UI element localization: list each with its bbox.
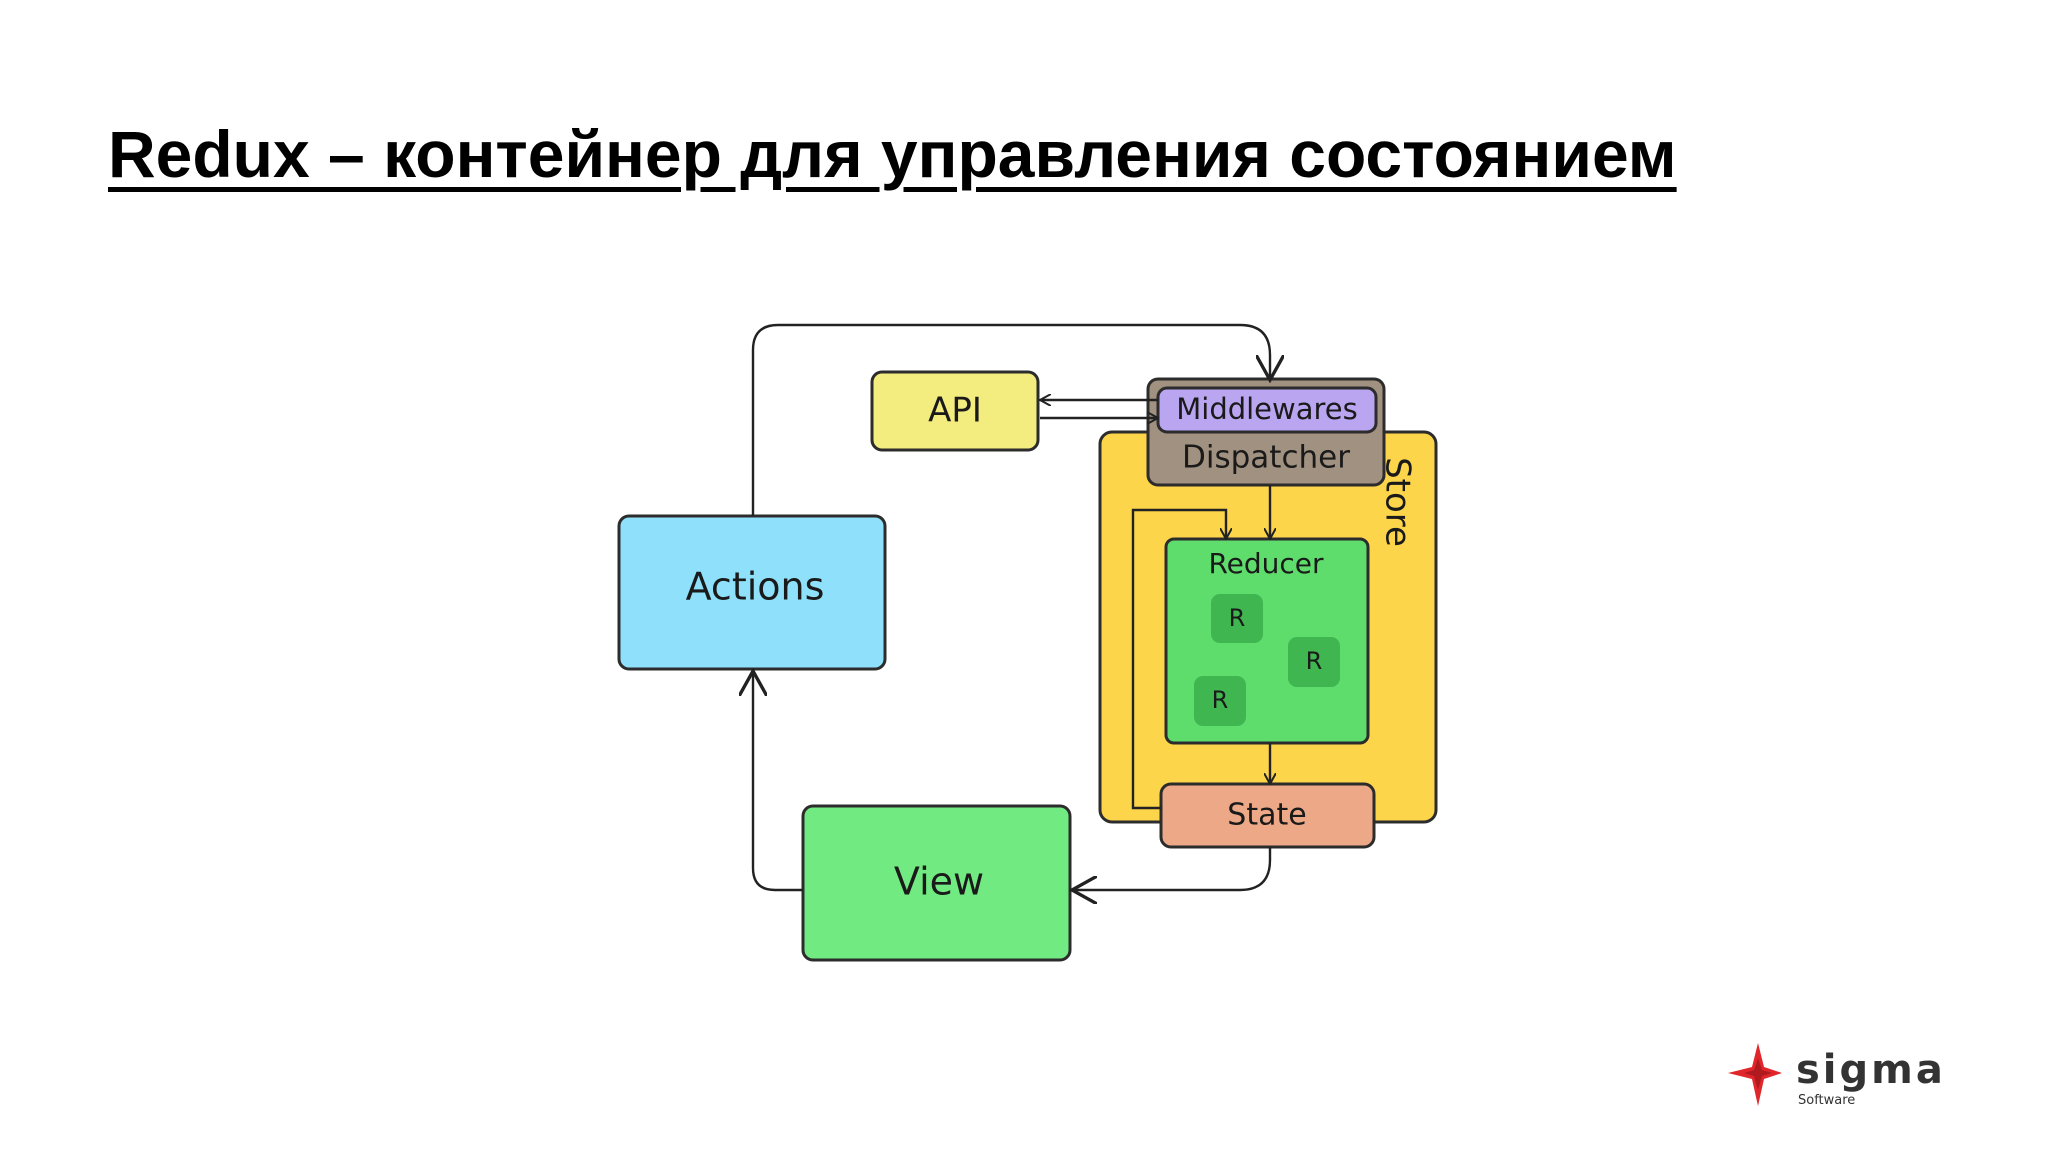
reducer-item-1 <box>1211 594 1263 643</box>
state-label: State <box>1227 798 1306 833</box>
sigma-logo <box>1728 1043 1782 1106</box>
reducer-item-3 <box>1194 676 1246 726</box>
arrow-view-to-actions <box>753 671 803 892</box>
sigma-star-icon <box>1728 1043 1782 1106</box>
actions-label: Actions <box>686 565 825 609</box>
view-label: View <box>894 860 984 904</box>
reducer-item-3-label: R <box>1212 686 1229 714</box>
middlewares-label: Middlewares <box>1176 392 1358 426</box>
arrow-state-to-reducer <box>1131 508 1226 810</box>
arrow-state-to-view <box>1072 847 1272 890</box>
reducer-label: Reducer <box>1208 547 1324 580</box>
middlewares-box <box>1156 386 1378 434</box>
reducer-item-1-label: R <box>1229 604 1246 632</box>
arrow-actions-to-middlewares <box>751 323 1270 516</box>
api-box <box>870 370 1040 452</box>
slide-title: Redux – контейнер для управления состоян… <box>108 117 1677 191</box>
logo-subtitle: Software <box>1798 1093 1856 1108</box>
dispatcher-label: Dispatcher <box>1182 440 1350 476</box>
logo-name: SIGMA <box>1796 1047 1946 1093</box>
reducer-item-2 <box>1288 637 1340 687</box>
api-label: API <box>928 391 982 431</box>
connectors <box>751 323 1272 892</box>
reducer-item-2-label: R <box>1306 647 1323 675</box>
